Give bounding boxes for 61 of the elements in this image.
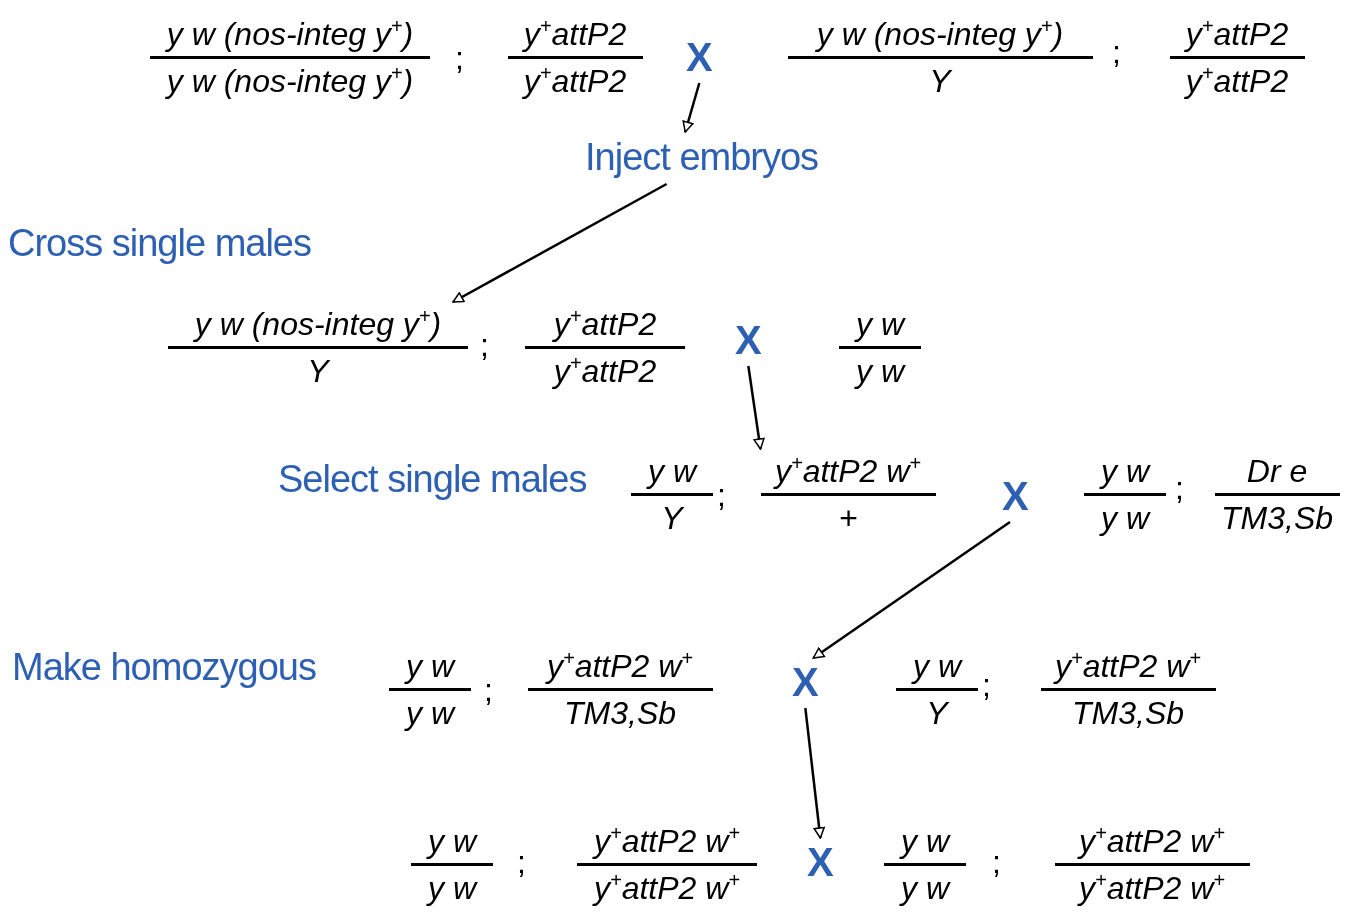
step-heading: Make homozygous	[12, 645, 316, 690]
cross-symbol: X	[807, 840, 834, 884]
genotype-text: y$^{+}$attP2	[523, 61, 627, 101]
genotype-text: y w	[428, 822, 476, 861]
genotype-text: y$^{+}$attP2 w$^{+}$	[774, 451, 922, 491]
arrow	[452, 182, 668, 304]
genotype-text: y$^{+}$attP2	[523, 14, 627, 54]
genotype-text: TM3,Sb	[1221, 499, 1333, 538]
cross-symbol: X	[1002, 474, 1029, 518]
genotype-text: Y	[929, 62, 951, 101]
genotype-text: y w	[856, 352, 904, 391]
genotype-text: TM3,Sb	[1072, 694, 1184, 733]
genotype-text: y$^{+}$attP2	[553, 351, 657, 391]
separator-text: ;	[517, 843, 526, 882]
genotype-text: Dr e	[1246, 452, 1308, 491]
genotype-text: +	[838, 499, 858, 538]
step-heading: Select single males	[278, 457, 587, 502]
separator-text: ;	[480, 326, 489, 365]
genotype-text: y w (nos-integ y$^{+}$)	[194, 304, 442, 344]
genotype-text: y$^{+}$attP2	[553, 304, 657, 344]
genotype-text: y$^{+}$attP2 w$^{+}$	[1054, 646, 1202, 686]
genotype-text: y w	[428, 869, 476, 908]
cross-symbol: X	[792, 660, 819, 704]
genotype-text: y w	[913, 647, 961, 686]
arrow	[804, 707, 825, 839]
separator-text: ;	[455, 39, 464, 78]
genotype-text: y w	[1101, 499, 1149, 538]
genotype-text: y w	[901, 869, 949, 908]
genotype-text: y w	[406, 647, 454, 686]
arrow	[747, 365, 765, 450]
genotype-text: y w	[648, 452, 696, 491]
separator-text: ;	[717, 476, 726, 515]
genotype-text: y w	[406, 694, 454, 733]
cross-symbol: X	[686, 35, 713, 79]
genotype-text: y w (nos-integ y$^{+}$)	[166, 14, 414, 54]
separator-text: ;	[1112, 33, 1121, 72]
genotype-text: TM3,Sb	[564, 694, 676, 733]
arrow	[682, 82, 701, 133]
genotype-text: Y	[661, 499, 683, 538]
separator-text: ;	[484, 671, 493, 710]
separator-text: ;	[1175, 469, 1184, 508]
genotype-text: y$^{+}$attP2 w$^{+}$	[593, 821, 741, 861]
genotype-text: y$^{+}$attP2 w$^{+}$	[1078, 821, 1226, 861]
genotype-text: y w	[856, 305, 904, 344]
genotype-text: y w (nos-integ y$^{+}$)	[816, 14, 1064, 54]
separator-text: ;	[992, 843, 1001, 882]
genotype-text: Y	[926, 694, 948, 733]
arrow	[812, 520, 1011, 660]
cross-symbol: X	[735, 318, 762, 362]
genotype-text: y$^{+}$attP2	[1185, 14, 1289, 54]
genotype-text: y$^{+}$attP2 w$^{+}$	[593, 868, 741, 908]
step-heading: Inject embryos	[585, 134, 819, 180]
genotype-text: y w (nos-integ y$^{+}$)	[166, 61, 414, 101]
genotype-text: y$^{+}$attP2	[1185, 61, 1289, 101]
genotype-text: y w	[1101, 452, 1149, 491]
genotype-text: Y	[307, 352, 329, 391]
genotype-text: y$^{+}$attP2 w$^{+}$	[546, 646, 694, 686]
step-heading: Cross single males	[8, 221, 311, 266]
separator-text: ;	[982, 666, 991, 705]
genotype-text: y w	[901, 822, 949, 861]
genotype-text: y$^{+}$attP2 w$^{+}$	[1078, 868, 1226, 908]
